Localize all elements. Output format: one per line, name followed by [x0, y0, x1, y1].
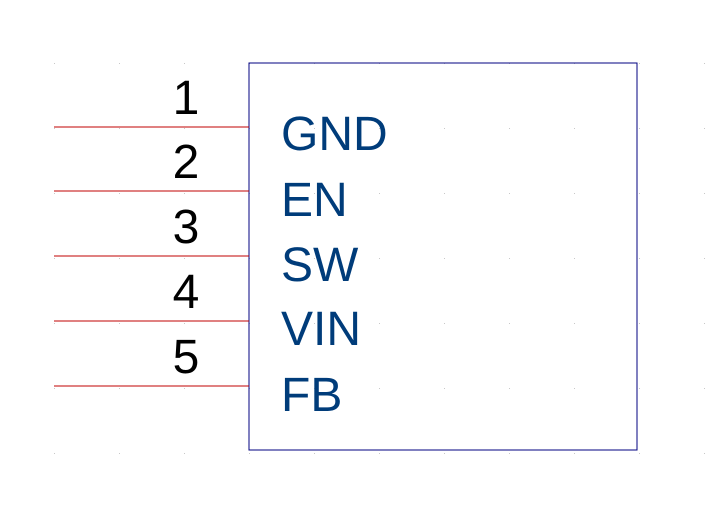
grid-dot	[54, 258, 55, 259]
grid-dot	[704, 193, 705, 194]
grid-dot	[314, 323, 315, 324]
grid-dot	[704, 388, 705, 389]
grid-dot	[314, 453, 315, 454]
grid-dot	[54, 388, 55, 389]
grid-dot	[119, 128, 120, 129]
grid-dot	[444, 453, 445, 454]
grid-dot	[314, 193, 315, 194]
grid-dots	[54, 63, 705, 454]
grid-dot	[444, 388, 445, 389]
grid-dot	[639, 388, 640, 389]
grid-dot	[314, 128, 315, 129]
grid-dot	[54, 453, 55, 454]
grid-dot	[574, 193, 575, 194]
grid-dot	[184, 193, 185, 194]
grid-dot	[704, 63, 705, 64]
pin-4-name: VIN	[281, 303, 361, 356]
grid-dot	[379, 453, 380, 454]
pin-2-name: EN	[281, 174, 348, 227]
pin-1-number: 1	[173, 72, 200, 125]
grid-dot	[704, 453, 705, 454]
grid-dot	[574, 323, 575, 324]
grid-dot	[379, 258, 380, 259]
grid-dot	[639, 63, 640, 64]
grid-dot	[574, 453, 575, 454]
grid-dot	[184, 128, 185, 129]
grid-dot	[184, 388, 185, 389]
grid-dot	[184, 258, 185, 259]
grid-dot	[379, 193, 380, 194]
grid-dot	[184, 453, 185, 454]
pin-2[interactable]: 2 EN	[54, 136, 348, 227]
pin-1-name: GND	[281, 108, 388, 161]
grid-dot	[639, 258, 640, 259]
grid-dot	[639, 193, 640, 194]
grid-dot	[509, 323, 510, 324]
grid-dot	[379, 128, 380, 129]
grid-dot	[314, 388, 315, 389]
pin-5-name: FB	[281, 369, 342, 422]
pin-5[interactable]: 5 FB	[54, 331, 342, 422]
grid-dot	[119, 258, 120, 259]
pin-3[interactable]: 3 SW	[54, 201, 359, 292]
grid-dot	[639, 323, 640, 324]
grid-dot	[509, 128, 510, 129]
grid-dot	[379, 388, 380, 389]
grid-dot	[639, 453, 640, 454]
pin-3-name: SW	[281, 239, 359, 292]
grid-dot	[249, 453, 250, 454]
pin-4-number: 4	[173, 266, 200, 319]
grid-dot	[119, 453, 120, 454]
grid-dot	[444, 193, 445, 194]
pin-5-number: 5	[173, 331, 200, 384]
pin-2-number: 2	[173, 136, 200, 189]
grid-dot	[639, 128, 640, 129]
pin-group: 1 GND 2 EN 3 SW 4 VIN	[54, 72, 388, 422]
grid-dot	[184, 323, 185, 324]
grid-dot	[54, 323, 55, 324]
grid-dot	[509, 258, 510, 259]
grid-dot	[184, 63, 185, 64]
grid-dot	[119, 63, 120, 64]
grid-dot	[704, 128, 705, 129]
pin-4[interactable]: 4 VIN	[54, 266, 361, 356]
grid-dot	[509, 193, 510, 194]
pin-1[interactable]: 1 GND	[54, 72, 388, 161]
pin-3-number: 3	[173, 201, 200, 254]
grid-dot	[314, 258, 315, 259]
grid-dot	[54, 193, 55, 194]
grid-dot	[704, 258, 705, 259]
grid-dot	[119, 388, 120, 389]
grid-dot	[574, 258, 575, 259]
grid-dot	[119, 323, 120, 324]
grid-dot	[54, 128, 55, 129]
grid-dot	[119, 193, 120, 194]
grid-dot	[444, 258, 445, 259]
grid-dot	[54, 63, 55, 64]
grid-dot	[509, 388, 510, 389]
grid-dot	[574, 388, 575, 389]
grid-dot	[574, 128, 575, 129]
grid-dot	[379, 323, 380, 324]
grid-dot	[704, 323, 705, 324]
grid-dot	[444, 128, 445, 129]
grid-dot	[444, 323, 445, 324]
grid-dot	[509, 453, 510, 454]
